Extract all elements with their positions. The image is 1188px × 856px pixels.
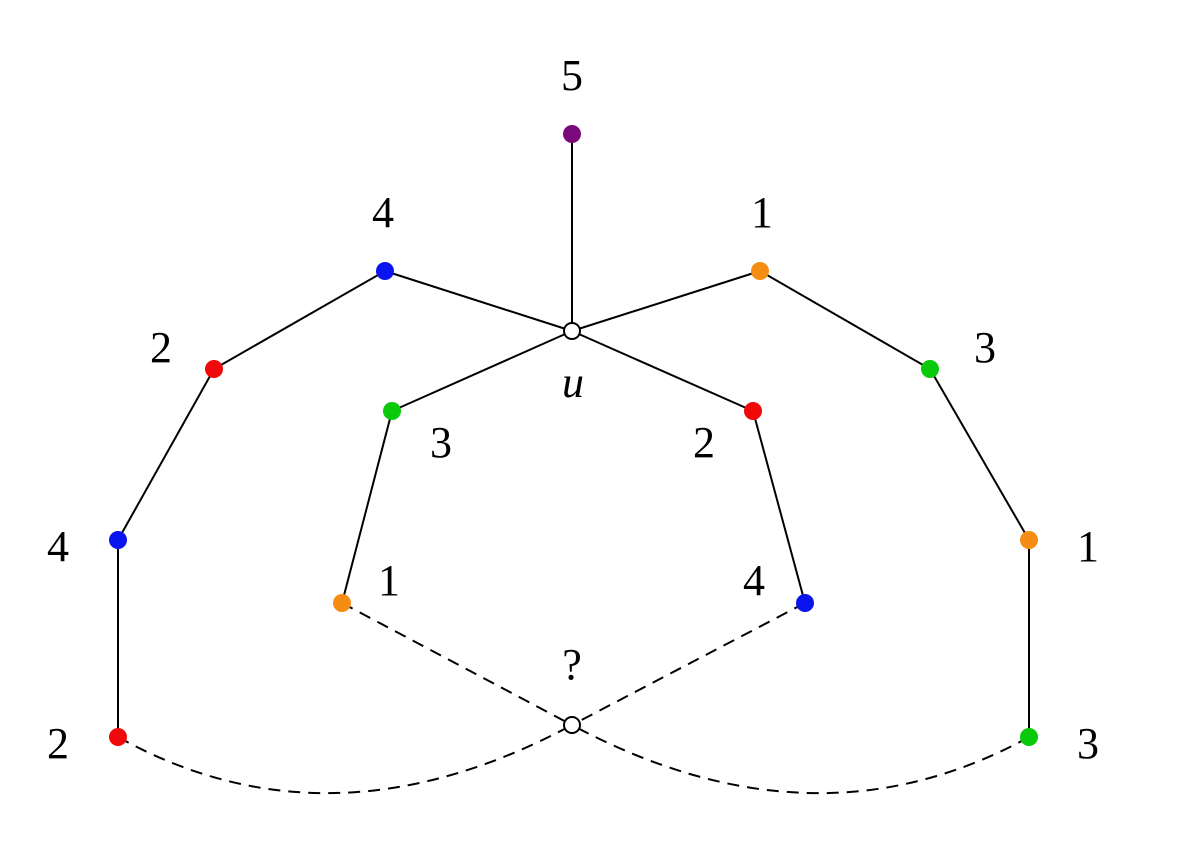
vertex-right-1: [1020, 531, 1038, 549]
label-left-4: 4: [47, 522, 69, 571]
label-inner-left-1: 1: [378, 556, 400, 605]
dashed-edge-inner-left-1-q: [341, 602, 573, 726]
edge-u-upper-right: [571, 270, 761, 332]
edge-upper-left-left-2: [213, 270, 386, 370]
dashed-edge-left-bottom-q: [117, 724, 573, 795]
vertex-inner-left-1: [333, 594, 351, 612]
vertex-upper-right: [751, 262, 769, 280]
vertex-right-3: [921, 360, 939, 378]
vertex-inner-right-2: [744, 402, 762, 420]
edge-inner-left-3-inner-left-1: [341, 410, 393, 604]
dashed-edge-inner-right-4-q: [571, 602, 806, 726]
edge-u-inner-right: [571, 330, 754, 412]
label-top: 5: [561, 51, 583, 100]
label-inner-right-2: 2: [693, 418, 715, 467]
vertex-left-bottom: [109, 728, 127, 746]
label-left-2: 2: [150, 323, 172, 372]
label-right-bottom: 3: [1077, 719, 1099, 768]
vertex-question: [563, 716, 581, 734]
label-right-1: 1: [1077, 522, 1099, 571]
vertex-right-bottom: [1020, 728, 1038, 746]
vertex-left-4: [109, 531, 127, 549]
dashed-edge-right-bottom-q: [571, 724, 1030, 795]
label-inner-left-3: 3: [430, 418, 452, 467]
label-upper-right: 1: [751, 188, 773, 237]
vertex-inner-left-3: [383, 402, 401, 420]
label-inner-right-4: 4: [743, 556, 765, 605]
label-upper-left: 4: [372, 188, 394, 237]
edge-u-upper-left: [384, 270, 573, 332]
label-question: ?: [562, 640, 582, 689]
edge-upper-right-right-3: [759, 270, 931, 370]
label-left-bottom: 2: [47, 719, 69, 768]
vertex-left-2: [205, 360, 223, 378]
edge-inner-right-2-inner-right-4: [752, 410, 806, 604]
vertex-u: [563, 322, 581, 340]
label-right-3: 3: [974, 323, 996, 372]
edge-u-inner-left: [391, 330, 573, 412]
vertex-upper-left: [376, 262, 394, 280]
label-u: u: [562, 358, 584, 407]
edge-right-3-right-1: [929, 368, 1030, 541]
vertex-inner-right-4: [796, 594, 814, 612]
edge-left-2-left-4: [117, 368, 215, 541]
vertex-top: [563, 125, 581, 143]
